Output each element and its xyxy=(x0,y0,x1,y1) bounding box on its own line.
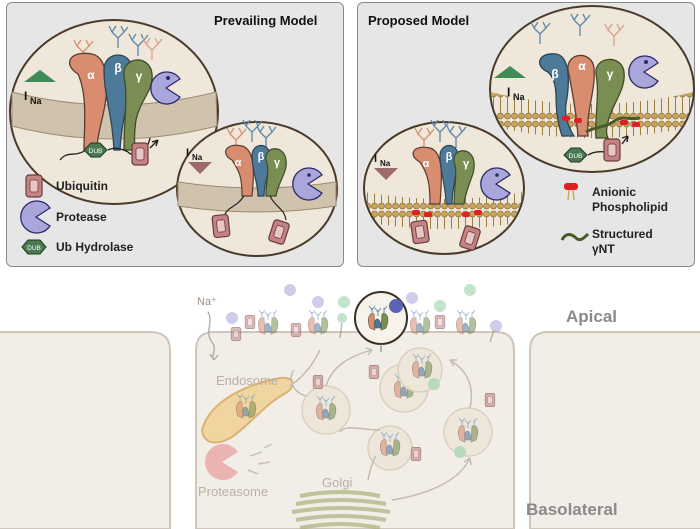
prevailing-large-oval: α β γ I Na DUB xyxy=(9,19,219,205)
apical-label: Apical xyxy=(566,307,617,326)
proposed-small-oval: α β γ I Na xyxy=(363,119,525,255)
svg-text:Na: Na xyxy=(513,92,525,102)
panel-title: Proposed Model xyxy=(368,13,470,28)
structured-gammant-icon xyxy=(560,232,590,242)
svg-text:Na: Na xyxy=(192,153,203,162)
golgi-label: Golgi xyxy=(322,475,352,490)
svg-text:γ: γ xyxy=(463,158,470,170)
panel-title: Prevailing Model xyxy=(214,13,318,28)
beta-label: β xyxy=(114,61,121,75)
legend-protease-label: Protease xyxy=(56,210,107,224)
svg-text:β: β xyxy=(551,67,558,81)
alpha-label: α xyxy=(87,68,95,82)
svg-text:DUB: DUB xyxy=(27,245,41,252)
legend-protease-icon xyxy=(20,200,51,234)
ubiquitin-icon xyxy=(131,142,149,166)
gamma-label: γ xyxy=(136,69,143,83)
basolateral-label: Basolateral xyxy=(526,500,618,519)
legend-dub-icon: DUB xyxy=(21,239,47,255)
svg-text:γ: γ xyxy=(274,157,281,169)
legend-structured-label-2: γNT xyxy=(592,242,615,256)
svg-text:α: α xyxy=(235,157,242,169)
svg-text:I: I xyxy=(186,147,189,159)
svg-text:β: β xyxy=(258,151,265,163)
svg-text:DUB: DUB xyxy=(89,148,103,155)
current-up-arrow xyxy=(24,70,56,82)
proteasome-label: Proteasome xyxy=(198,484,268,499)
sodium-ion-label: Na⁺ xyxy=(197,296,217,308)
current-label-sub: Na xyxy=(30,96,42,106)
svg-text:I: I xyxy=(507,85,510,99)
legend-ub-hydrolase-label: Ub Hydrolase xyxy=(56,240,134,254)
legend-ubiquitin-icon xyxy=(25,174,43,198)
legend-left: DUB Ubiquitin Protease Ub Hydrolase xyxy=(20,174,134,255)
svg-text:α: α xyxy=(578,59,586,73)
cell-scene: Na⁺ xyxy=(0,284,700,529)
dub-icon: DUB xyxy=(83,142,108,158)
svg-text:β: β xyxy=(446,151,453,163)
svg-text:Na: Na xyxy=(380,159,391,168)
gamma-subunit xyxy=(123,59,153,151)
alpha-subunit xyxy=(68,52,108,151)
proteasome-icon xyxy=(205,444,238,481)
proposed-large-oval: β α γ I Na DUB xyxy=(489,5,695,173)
legend-ubiquitin-label: Ubiquitin xyxy=(56,179,108,193)
legend-anionic-label-1: Anionic xyxy=(592,185,636,199)
prevailing-small-oval: α β γ I Na xyxy=(176,119,338,257)
golgi xyxy=(291,490,391,529)
svg-text:γ: γ xyxy=(607,67,614,81)
svg-text:I: I xyxy=(374,153,377,165)
svg-text:DUB: DUB xyxy=(569,153,583,160)
legend-right: Anionic Phospholipid Structured γNT xyxy=(560,183,668,256)
anionic-phospholipid-icon xyxy=(564,183,578,201)
legend-structured-label-1: Structured xyxy=(592,227,653,241)
current-label: I xyxy=(24,89,27,103)
svg-text:α: α xyxy=(423,158,430,170)
legend-anionic-label-2: Phospholipid xyxy=(592,200,668,214)
endosome-label: Endosome xyxy=(216,373,278,388)
